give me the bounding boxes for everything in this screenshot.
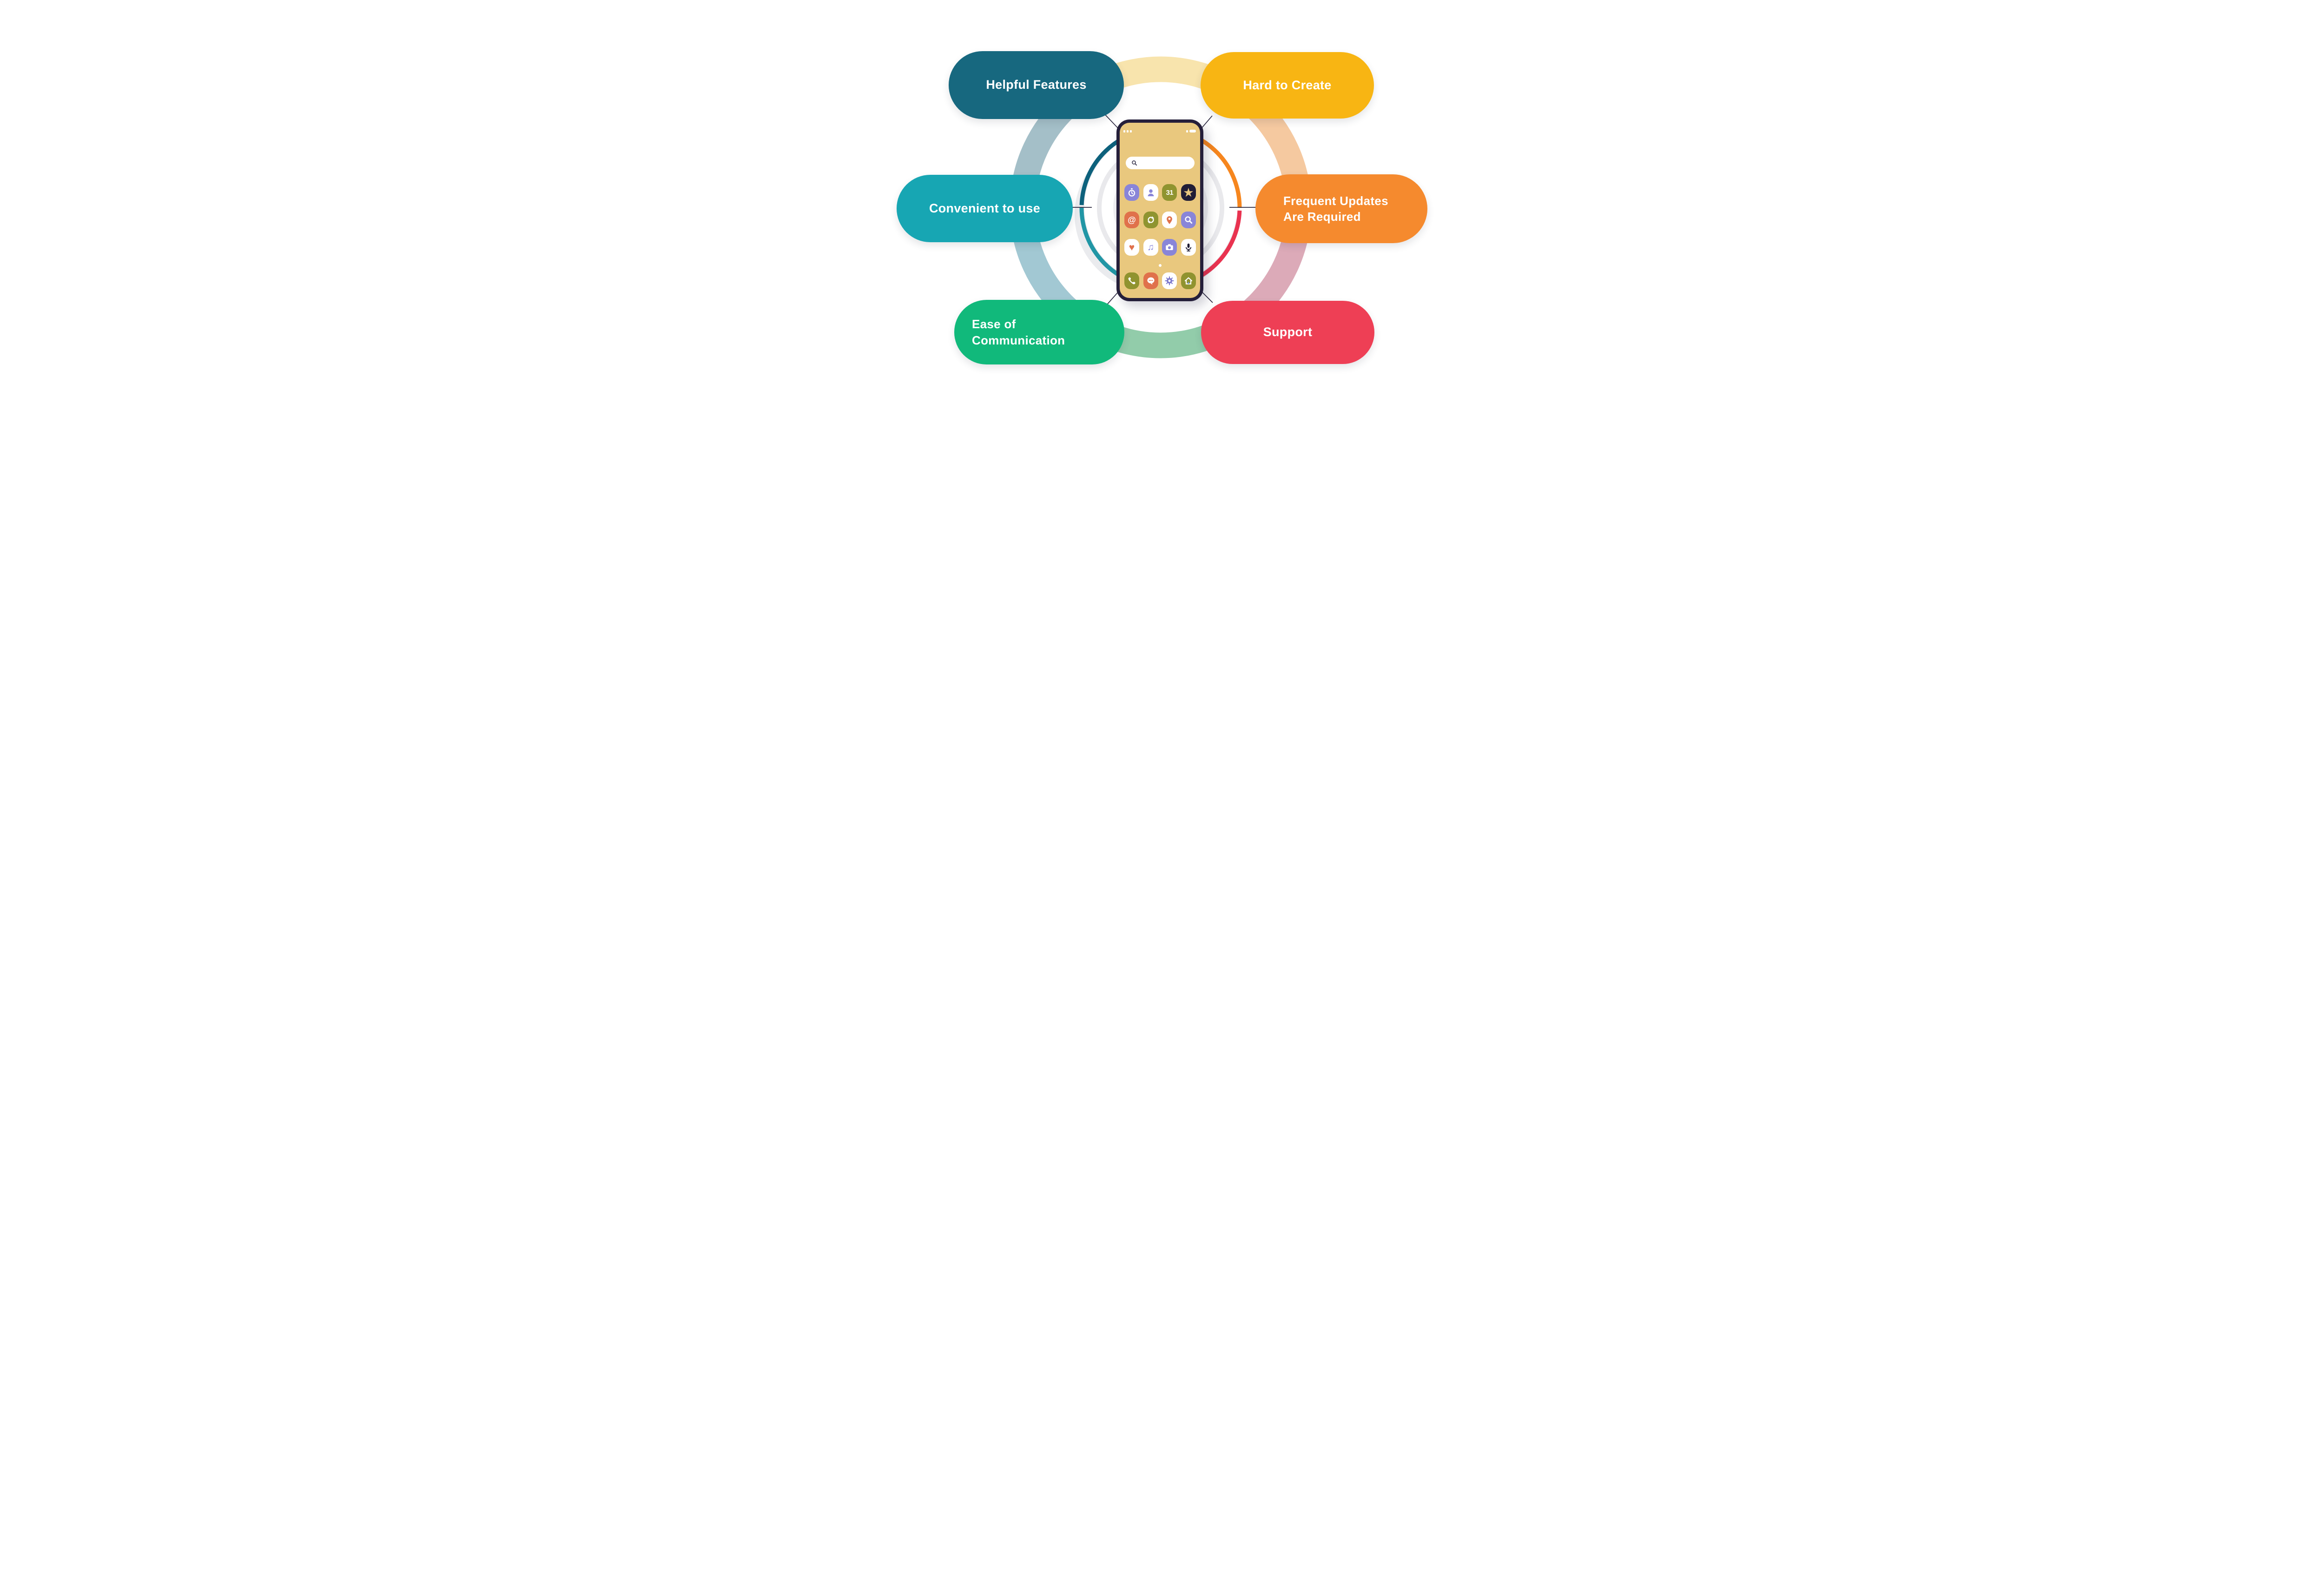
pill-frequent-updates: Frequent Updates Are Required — [1255, 174, 1427, 243]
camera-icon — [1166, 244, 1174, 251]
calendar-icon: 31 — [1166, 188, 1174, 197]
stopwatch-app-tile — [1124, 184, 1139, 201]
pill-label: Hard to Create — [1243, 78, 1332, 92]
phone-illustration: 31 ★ @ — [1116, 119, 1203, 301]
mail-app-tile: @ — [1124, 212, 1139, 228]
pill-label: Helpful Features — [986, 78, 1087, 92]
contacts-app-tile — [1143, 184, 1158, 201]
messages-app-tile — [1143, 272, 1158, 289]
maps-app-tile — [1162, 212, 1177, 228]
favorites-app-tile: ★ — [1181, 184, 1196, 201]
pill-label: Ease of Communication — [972, 317, 1065, 347]
pill-label: Convenient to use — [929, 201, 1041, 215]
health-app-tile: ♥ — [1124, 239, 1139, 256]
infographic-canvas: 31 ★ @ — [798, 0, 1526, 410]
contacts-icon — [1148, 189, 1154, 197]
home-icon — [1184, 277, 1193, 285]
microphone-icon — [1185, 243, 1192, 252]
app-grid: 31 ★ @ — [1124, 184, 1196, 256]
sync-app-tile — [1143, 212, 1158, 228]
settings-app-tile — [1162, 272, 1177, 289]
magnifier-icon — [1132, 160, 1137, 166]
sync-icon — [1147, 216, 1154, 224]
phone-screen: 31 ★ @ — [1120, 123, 1200, 298]
phone-handset-icon — [1128, 277, 1136, 285]
heart-icon: ♥ — [1129, 242, 1135, 253]
pill-hard-to-create: Hard to Create — [1201, 52, 1374, 119]
phone-statusbar — [1123, 129, 1196, 133]
pill-label: Frequent Updates Are Required — [1283, 193, 1388, 224]
speaker-dots-icon — [1123, 130, 1132, 132]
calendar-app-tile: 31 — [1162, 184, 1177, 201]
pill-helpful-features: Helpful Features — [949, 51, 1124, 119]
pill-convenient-to-use: Convenient to use — [897, 175, 1073, 242]
home-app-tile — [1181, 272, 1196, 289]
music-note-icon: ♫ — [1147, 242, 1155, 252]
search-app-tile — [1181, 212, 1196, 228]
pill-ease-of-communication: Ease of Communication — [954, 300, 1124, 364]
pill-label: Support — [1263, 325, 1313, 339]
dock — [1124, 272, 1196, 289]
music-app-tile: ♫ — [1143, 239, 1158, 256]
search-bar — [1126, 157, 1195, 169]
battery-icon — [1186, 130, 1196, 132]
stopwatch-icon — [1128, 188, 1136, 197]
plate-rim-upper-left — [1079, 126, 1242, 289]
voice-recorder-app-tile — [1181, 239, 1196, 256]
phone-app-tile — [1124, 272, 1139, 289]
location-pin-icon — [1167, 216, 1173, 224]
chat-bubble-icon — [1147, 277, 1155, 285]
at-sign-icon: @ — [1128, 215, 1136, 225]
plate-rim-lower-right — [1079, 126, 1242, 289]
search-icon — [1185, 216, 1193, 224]
pill-support: Support — [1201, 301, 1374, 364]
camera-app-tile — [1162, 239, 1177, 256]
star-icon: ★ — [1183, 186, 1194, 199]
page-indicator-dot — [1158, 264, 1162, 267]
gear-icon — [1165, 276, 1174, 285]
